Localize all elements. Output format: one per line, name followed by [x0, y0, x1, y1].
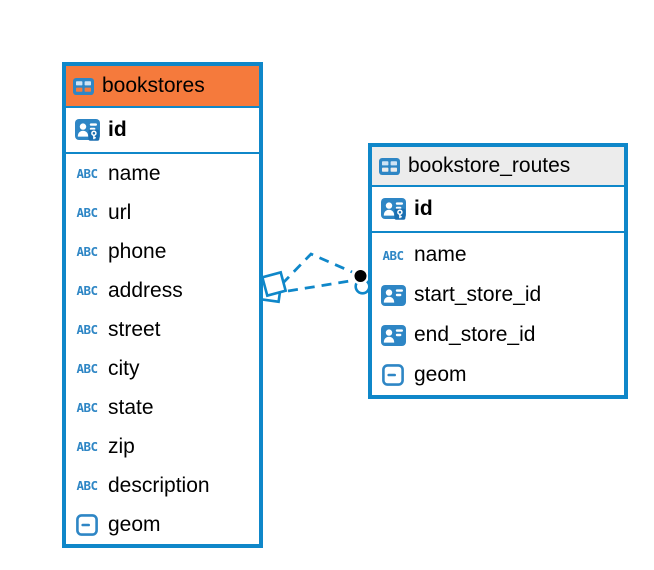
table-row[interactable]: geom: [372, 355, 624, 395]
table-header[interactable]: bookstore_routes: [372, 147, 624, 187]
field-name: state: [108, 395, 154, 419]
text-icon: ABC: [76, 244, 98, 259]
field-name: phone: [108, 239, 167, 263]
table-bookstores[interactable]: bookstores id ABC name ABC url ABC phone…: [62, 62, 263, 548]
fields-section: ABC name ABC url ABC phone ABC address A…: [66, 154, 259, 544]
table-row[interactable]: start_store_id: [372, 275, 624, 315]
text-icon: ABC: [76, 205, 98, 220]
reference-icon: [378, 324, 408, 346]
field-name: description: [108, 473, 210, 497]
table-row[interactable]: ABC description: [66, 466, 259, 505]
pk-section: id: [66, 108, 259, 154]
text-icon: ABC: [76, 283, 98, 298]
relation-line-lower[interactable]: [287, 279, 351, 293]
field-name: start_store_id: [414, 283, 542, 306]
table-icon: [379, 157, 400, 175]
reference-icon: [378, 284, 408, 306]
table-row[interactable]: ABC name: [66, 154, 259, 193]
text-icon: ABC: [76, 439, 98, 454]
table-row[interactable]: ABC phone: [66, 232, 259, 271]
table-header[interactable]: bookstores: [66, 66, 259, 108]
text-icon: ABC: [76, 400, 98, 415]
table-row[interactable]: ABC city: [66, 349, 259, 388]
field-name: geom: [108, 512, 161, 536]
table-row[interactable]: id: [372, 187, 624, 231]
relation-target-marker[interactable]: [352, 267, 371, 295]
table-row[interactable]: ABC zip: [66, 427, 259, 466]
field-name: address: [108, 278, 183, 302]
field-name: id: [108, 118, 127, 141]
relation-line-upper[interactable]: [280, 252, 353, 285]
table-row[interactable]: ABC url: [66, 193, 259, 232]
field-name: street: [108, 317, 161, 341]
field-name: zip: [108, 434, 135, 458]
text-icon: ABC: [76, 478, 98, 493]
table-icon: [73, 77, 94, 95]
table-row[interactable]: ABC state: [66, 388, 259, 427]
table-row[interactable]: id: [66, 108, 259, 152]
geometry-icon: [72, 513, 102, 536]
table-row[interactable]: ABC name: [372, 235, 624, 275]
primary-key-icon: [378, 198, 408, 220]
table-bookstore_routes[interactable]: bookstore_routes id ABC name start_store…: [368, 143, 628, 399]
field-name: city: [108, 356, 140, 380]
table-row[interactable]: geom: [66, 505, 259, 544]
table-title: bookstores: [102, 74, 205, 97]
table-row[interactable]: ABC street: [66, 310, 259, 349]
field-name: id: [414, 197, 433, 220]
field-name: geom: [414, 363, 467, 386]
relation-source-marker[interactable]: [258, 270, 288, 304]
field-name: end_store_id: [414, 323, 536, 346]
primary-key-icon: [72, 119, 102, 141]
text-icon: ABC: [76, 166, 98, 181]
geometry-icon: [378, 364, 408, 386]
table-title: bookstore_routes: [408, 154, 571, 177]
field-name: url: [108, 200, 132, 224]
field-name: name: [414, 243, 467, 266]
fields-section: ABC name start_store_id end_store_id geo…: [372, 233, 624, 395]
text-icon: ABC: [76, 322, 98, 337]
pk-section: id: [372, 187, 624, 233]
table-row[interactable]: ABC address: [66, 271, 259, 310]
table-row[interactable]: end_store_id: [372, 315, 624, 355]
field-name: name: [108, 161, 161, 185]
text-icon: ABC: [382, 247, 404, 263]
text-icon: ABC: [76, 361, 98, 376]
